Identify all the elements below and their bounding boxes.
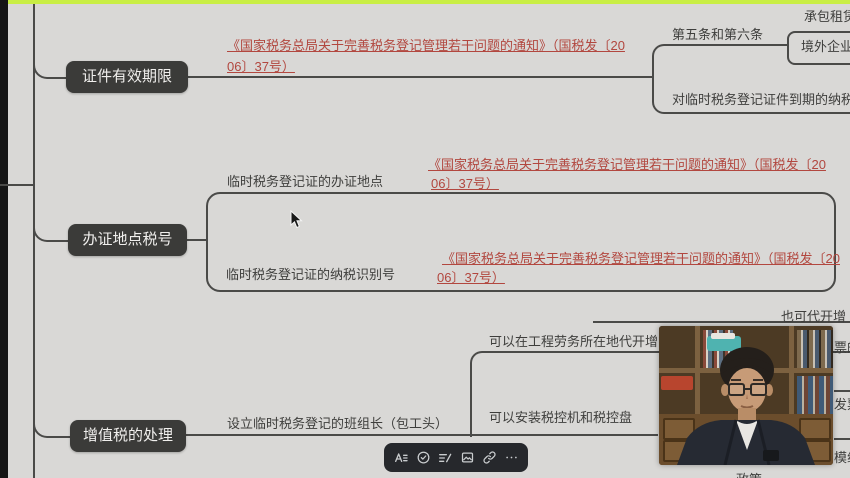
root-connector-line xyxy=(0,184,34,186)
topic-contract-lease[interactable]: 承包租赁 xyxy=(804,9,850,24)
presenter-person xyxy=(677,347,815,465)
floating-toolbar xyxy=(384,443,528,472)
format-text-icon[interactable] xyxy=(392,449,410,467)
node-cert-validity[interactable]: 证件有效期限 xyxy=(66,61,188,93)
shelf-divider xyxy=(695,326,700,414)
doc-link-taxid-line1[interactable]: 《国家税务总局关于完善税务登记管理若干问题的通知》（国税发〔20 xyxy=(442,251,840,266)
topic-team-leader[interactable]: 设立临时税务登记的班组长（包工头） xyxy=(227,416,449,431)
toy-van xyxy=(707,336,741,351)
toy-van-roof xyxy=(711,333,735,339)
topic-expired-cert[interactable]: 对临时税务登记证件到期的纳税 xyxy=(672,92,850,107)
node-vat-handling[interactable]: 增值税的处理 xyxy=(70,420,186,452)
more-icon[interactable] xyxy=(502,449,520,467)
doc-link-taxid-line2[interactable]: 06〕37号） xyxy=(437,270,505,285)
branch-location-stub xyxy=(187,239,207,241)
branch-vat-line xyxy=(186,434,658,436)
gc-also-line xyxy=(593,321,850,323)
doc-link-cert-line2[interactable]: 06〕37号） xyxy=(227,59,295,74)
webcam-watermark xyxy=(763,450,779,461)
topic-also-invoice[interactable]: 也可代开增 xyxy=(781,309,847,324)
drawer xyxy=(799,418,831,440)
branch-location-boundary xyxy=(206,192,836,292)
check-circle-icon[interactable] xyxy=(414,449,432,467)
fragment-line-1 xyxy=(834,390,850,392)
doc-link-location-line2[interactable]: 06〕37号） xyxy=(431,176,499,191)
fragment-line-2 xyxy=(834,438,850,440)
shelf-divider xyxy=(789,326,794,414)
doc-link-cert-line1[interactable]: 《国家税务总局关于完善税务登记管理若干问题的通知》（国税发〔20 xyxy=(227,38,625,53)
notes-icon[interactable] xyxy=(436,449,454,467)
topic-taxpayer-id[interactable]: 临时税务登记证的纳税识别号 xyxy=(226,267,396,282)
webcam-overlay[interactable] xyxy=(659,326,833,465)
image-icon[interactable] xyxy=(458,449,476,467)
node-location-taxid[interactable]: 办证地点税号 xyxy=(68,224,187,256)
books xyxy=(797,376,833,414)
elbow-cert xyxy=(33,61,69,79)
topic-articles-5-6[interactable]: 第五条和第六条 xyxy=(672,27,764,42)
topic-cert-location[interactable]: 临时税务登记证的办证地点 xyxy=(227,174,384,189)
fragment-zhengce: 政策 xyxy=(736,469,762,478)
elbow-location xyxy=(33,224,71,242)
fragment-piao: 票的 xyxy=(834,340,850,355)
doc-link-location-line1[interactable]: 《国家税务总局关于完善税务登记管理若干问题的通知》（国税发〔20 xyxy=(428,157,826,172)
fragment-mo: 模组 xyxy=(834,450,850,465)
left-edge-bar xyxy=(0,0,8,478)
drawer xyxy=(663,418,695,440)
topic-tax-control-device[interactable]: 可以安装税控机和税控盘 xyxy=(489,410,633,425)
fragment-fapiao: 发票 xyxy=(834,397,850,412)
books xyxy=(797,330,833,368)
branch-cert-bracket xyxy=(652,44,850,114)
top-accent-bar xyxy=(8,0,850,4)
toy-car xyxy=(661,376,693,390)
topic-overseas-enterprise[interactable]: 境外企业 xyxy=(787,31,850,65)
spine-line xyxy=(33,4,35,478)
mouse-cursor xyxy=(290,210,303,229)
branch-vat-bracket xyxy=(470,351,494,437)
elbow-vat xyxy=(33,420,73,438)
link-icon[interactable] xyxy=(480,449,498,467)
branch-cert-line xyxy=(188,76,653,78)
topic-invoice-at-site[interactable]: 可以在工程劳务所在地代开增 xyxy=(489,334,659,349)
